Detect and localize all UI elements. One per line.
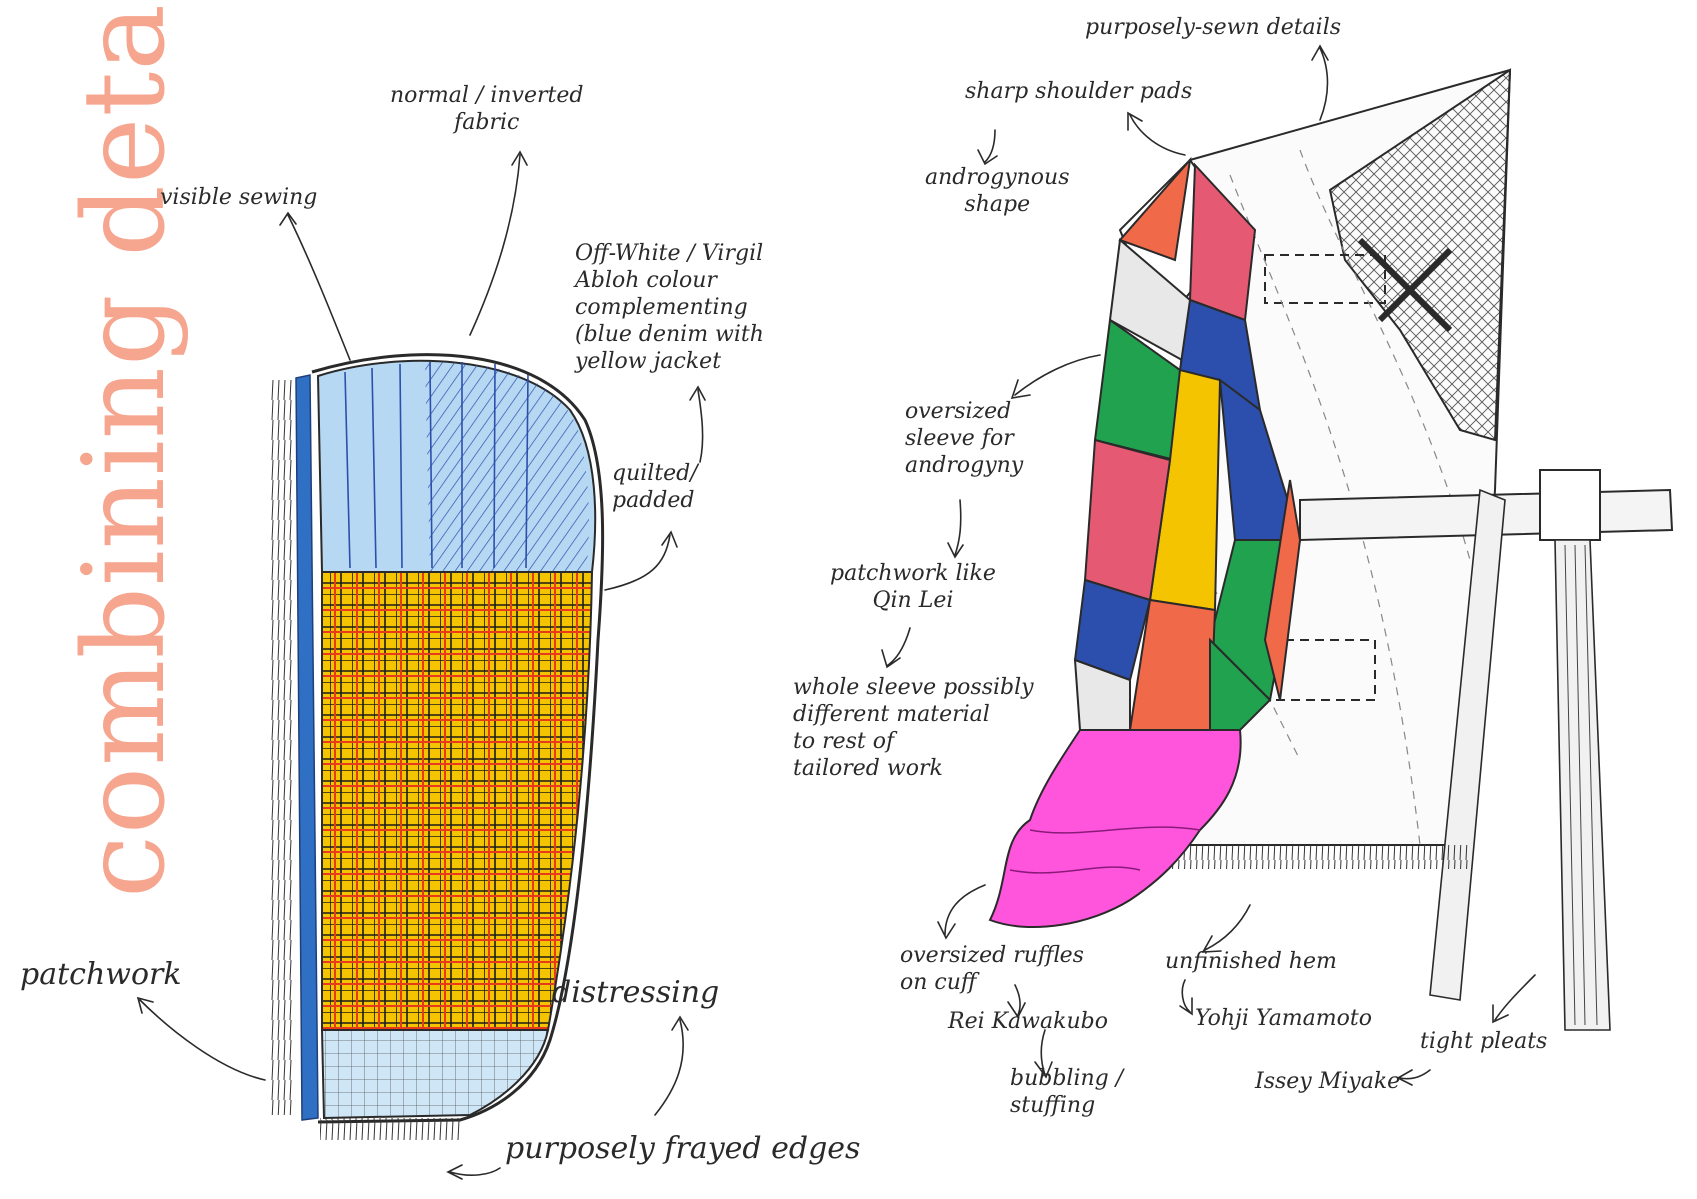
yellow-plaid-panel <box>321 571 594 1031</box>
note-patchwork-left: patchwork <box>20 957 182 992</box>
note-frayed-edges: purposely frayed edges <box>505 1131 861 1166</box>
denim-hatching <box>425 361 589 572</box>
note-issey-miyake: Issey Miyake <box>1255 1069 1401 1094</box>
visible-stitching-lines <box>344 361 529 569</box>
note-unfinished-hem: unfinished hem <box>1165 949 1337 974</box>
ruffle-folds <box>1009 826 1201 874</box>
blue-seam-strip <box>295 374 319 1121</box>
frayed-fringe-left <box>270 380 294 1115</box>
note-tight-pleats: tight pleats <box>1420 1029 1548 1054</box>
patchwork-sleeve <box>1073 156 1302 731</box>
pleated-panel <box>1429 488 1506 1001</box>
upper-pocket <box>1264 254 1386 304</box>
right-annotation-arrows <box>881 44 1536 1086</box>
note-yohji-yamamoto: Yohji Yamamoto <box>1195 1006 1372 1031</box>
note-androgynous-shape: androgynous shape <box>925 165 1070 217</box>
note-visible-sewing: visible sewing <box>160 185 318 210</box>
unfinished-hem-fringe <box>1160 845 1470 869</box>
note-off-white-virgil-abloh: Off-White / Virgil Abloh colour compleme… <box>575 241 764 374</box>
note-bubbling-stuffing: bubbling / stuffing <box>1010 1066 1124 1118</box>
sleeve-outline <box>311 353 605 1124</box>
belt-buckle <box>1539 469 1601 541</box>
pleat-lines <box>1564 544 1598 1026</box>
note-whole-sleeve: whole sleeve possibly different material… <box>793 675 1034 781</box>
note-rei-kawakubo: Rei Kawakubo <box>948 1009 1108 1034</box>
note-sharp-shoulder-pads: sharp shoulder pads <box>965 79 1193 104</box>
note-oversized-ruffles: oversized ruffles on cuff <box>900 943 1084 995</box>
note-patchwork-qin-lei: patchwork like Qin Lei <box>830 561 996 613</box>
ruffled-cuff <box>988 729 1242 929</box>
note-distressing: distressing <box>552 975 720 1010</box>
note-normal-inverted-fabric: normal / inverted fabric <box>390 83 584 135</box>
left-annotation-arrows <box>136 150 706 1180</box>
note-purposely-sewn-details: purposely-sewn details <box>1085 15 1342 40</box>
note-quilted-padded: quilted/ padded <box>612 461 698 513</box>
pleated-strap <box>1554 539 1611 1031</box>
grid-patch-bottom <box>320 1029 550 1120</box>
frayed-fringe-bottom <box>320 1118 460 1140</box>
jacket-lapel <box>1328 68 1512 442</box>
left-sleeve-sketch <box>270 353 605 1140</box>
note-oversized-sleeve: oversized sleeve for androgyny <box>905 399 1024 478</box>
